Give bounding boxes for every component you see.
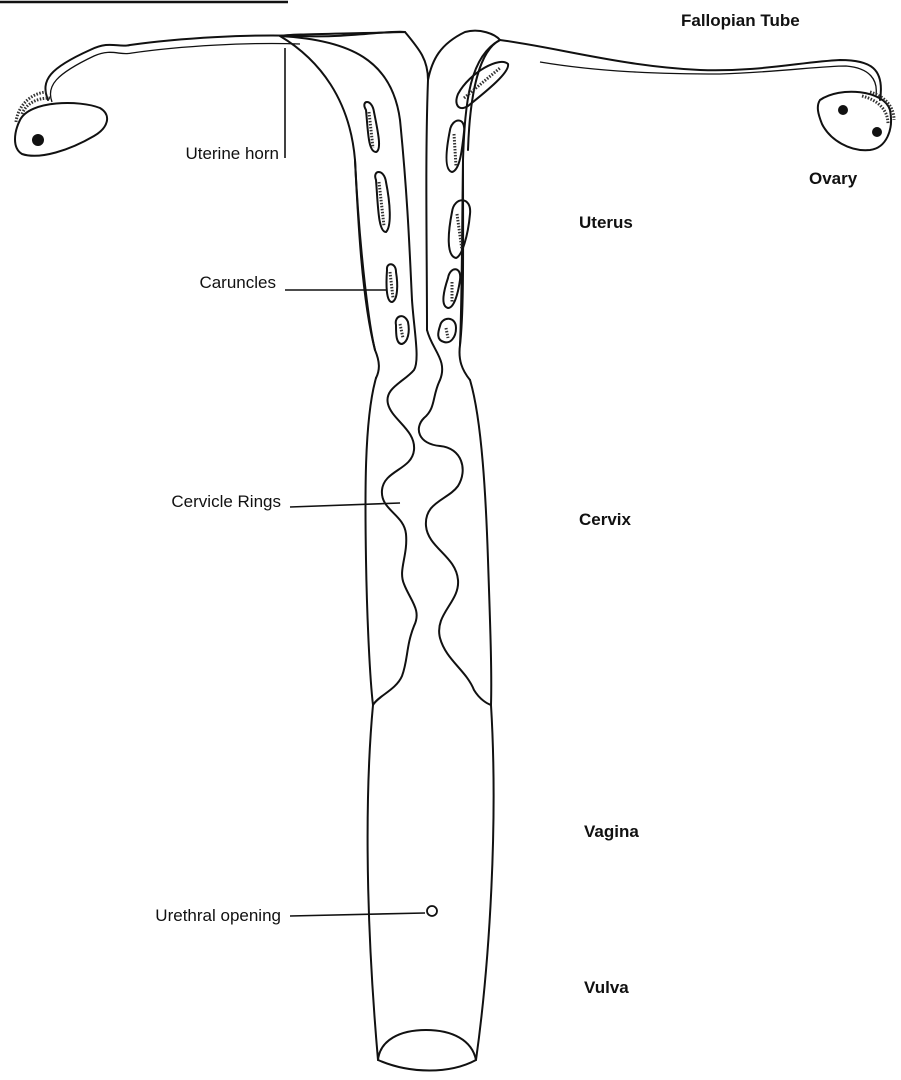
callout-caruncles: Caruncles (199, 273, 276, 292)
callout-uterine-horn: Uterine horn (185, 144, 279, 163)
right-ovary (818, 92, 894, 151)
cervix-right-wall (470, 380, 491, 705)
right-fallopian-tube-inner (540, 62, 876, 95)
vagina-outline (368, 705, 494, 1071)
cervical-rings-leader (290, 503, 400, 507)
callout-urethral-opening: Urethral opening (155, 906, 281, 925)
left-fallopian-tube (45, 32, 405, 100)
label-vagina: Vagina (584, 822, 639, 841)
label-ovary: Ovary (809, 169, 858, 188)
left-fallopian-tube-inner (50, 43, 300, 102)
caruncles (364, 62, 508, 344)
label-cervix: Cervix (579, 510, 632, 529)
label-uterus: Uterus (579, 213, 633, 232)
uterine-horn-left-curve (280, 36, 412, 300)
cervical-ring-right-fold (419, 330, 491, 705)
uterine-septum (426, 80, 428, 330)
uterus-body-left-edge (355, 160, 379, 378)
label-fallopian-tube: Fallopian Tube (681, 11, 800, 30)
vagina-lower-opening (378, 1030, 476, 1060)
right-fallopian-tube (500, 40, 881, 100)
left-ovary (15, 92, 107, 156)
urethral-opening-leader (290, 913, 425, 916)
urethral-opening-marker (427, 906, 437, 916)
cervix-left-wall (365, 378, 376, 705)
uterine-horn-right-curve (468, 40, 500, 150)
label-vulva: Vulva (584, 978, 629, 997)
callout-cervical-rings: Cervicle Rings (171, 492, 281, 511)
